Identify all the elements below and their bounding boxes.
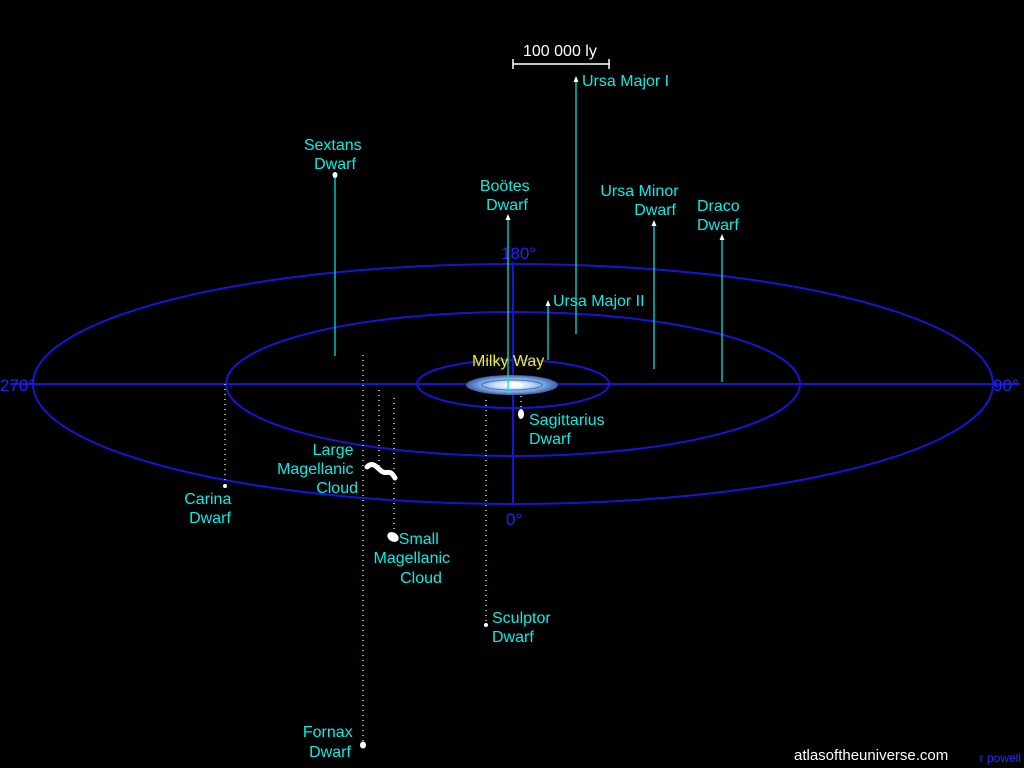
lmc-marker bbox=[364, 462, 398, 481]
sextans-marker bbox=[332, 172, 338, 178]
angle-label-90: 90° bbox=[993, 376, 1019, 395]
label-sagittarius: Sagittarius Dwarf bbox=[529, 412, 609, 448]
label-sculptor: Sculptor Dwarf bbox=[492, 610, 555, 646]
label-draco: Draco Dwarf bbox=[697, 198, 744, 234]
credit-author: r powell bbox=[980, 751, 1021, 765]
sagittarius-marker bbox=[518, 409, 524, 419]
angle-label-180: 180° bbox=[501, 244, 536, 263]
label-smc: Small Magellanic Cloud bbox=[374, 531, 455, 587]
smc-marker bbox=[387, 532, 399, 542]
scale-bar-label: 100 000 ly bbox=[523, 43, 597, 60]
label-ursa-major-2: Ursa Major II bbox=[553, 293, 645, 310]
angle-label-0: 0° bbox=[506, 510, 522, 529]
label-lmc: Large Magellanic Cloud bbox=[277, 442, 358, 497]
credit-site: atlasoftheuniverse.com bbox=[794, 747, 948, 764]
milky-way-disk bbox=[466, 375, 558, 395]
label-sextans: Sextans Dwarf bbox=[304, 137, 366, 173]
label-bootes: Boötes Dwarf bbox=[480, 178, 534, 214]
label-ursa-minor: Ursa Minor Dwarf bbox=[600, 183, 683, 219]
sculptor-marker bbox=[484, 623, 488, 627]
fornax-marker bbox=[360, 741, 366, 749]
label-carina: Carina Dwarf bbox=[184, 491, 236, 527]
label-ursa-major-1: Ursa Major I bbox=[582, 73, 669, 90]
angle-label-270: 270° bbox=[0, 376, 35, 395]
scale-bar: 100 000 ly bbox=[512, 43, 610, 69]
carina-marker bbox=[223, 484, 227, 488]
label-fornax: Fornax Dwarf bbox=[303, 724, 357, 761]
